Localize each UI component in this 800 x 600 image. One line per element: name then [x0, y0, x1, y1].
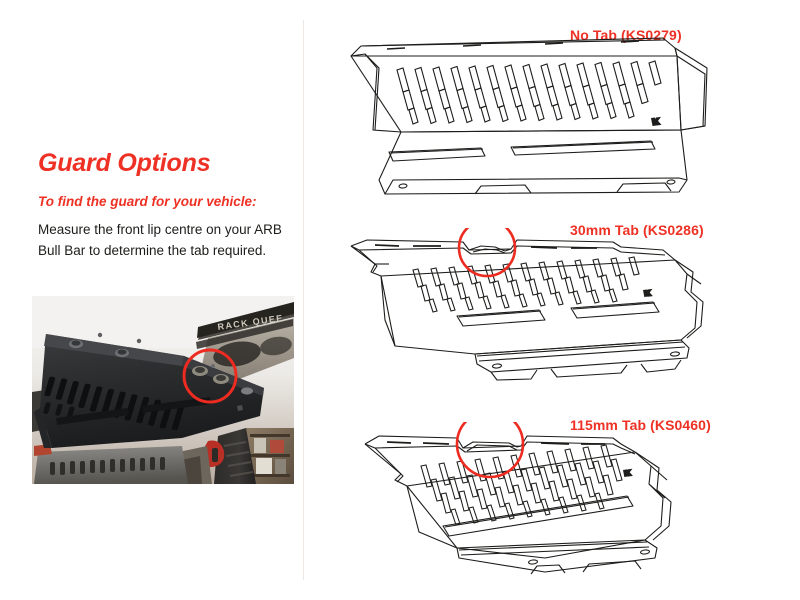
red-circle-annotation-30mm [457, 228, 517, 278]
guard-drawing-115mm-tab [345, 422, 720, 587]
variant-label-30mm-tab: 30mm Tab (KS0286) [570, 222, 704, 238]
bullbar-underbody-photo: RACK QUEE [32, 296, 294, 484]
guard-drawing-30mm-tab [345, 228, 720, 393]
red-circle-annotation-photo [182, 348, 238, 404]
instruction-subheading: To find the guard for your vehicle: [38, 193, 257, 209]
arb-logo-mark [623, 468, 633, 477]
left-info-panel: Guard Options To find the guard for your… [38, 149, 290, 261]
page-title: Guard Options [38, 149, 211, 177]
column-divider [303, 20, 304, 580]
red-circle-annotation-115mm [455, 422, 525, 479]
arb-logo-mark [651, 116, 662, 126]
guard-drawing-no-tab [345, 34, 720, 199]
variant-label-no-tab: No Tab (KS0279) [570, 27, 682, 43]
variant-label-115mm-tab: 115mm Tab (KS0460) [570, 417, 711, 433]
arb-logo-mark [643, 288, 653, 297]
instruction-body-text: Measure the front lip centre on your ARB… [38, 222, 282, 258]
